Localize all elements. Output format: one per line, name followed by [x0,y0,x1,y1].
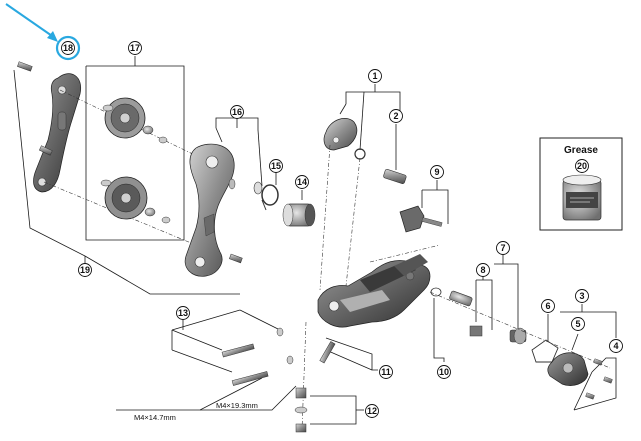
stepped-shaft [449,290,473,307]
b-link [323,118,366,160]
screws-12 [294,387,308,433]
callout-number: 16 [232,107,242,117]
cage-bolt-bottom [38,145,53,156]
callout-circle [61,41,75,55]
callout-5: 5 [571,317,585,331]
leader-9 [421,180,449,224]
callout-19: 19 [78,263,92,277]
callout-number: 11 [381,367,391,377]
callout-circle [575,159,589,173]
inner-cage-plate [184,143,235,277]
callout-18: 18 [55,35,81,61]
callout-circle [437,365,451,379]
grease-box: Grease [539,137,623,231]
callout-number: 3 [579,291,584,301]
callout-12: 12 [365,404,379,418]
derailleur-body [317,254,431,328]
callout-3: 3 [575,289,589,303]
callout-13: 13 [176,306,190,320]
cable-adjuster [399,205,443,233]
callout-circle [365,404,379,418]
callout-number: 1 [372,71,377,81]
cage-stop-bolt [229,253,243,264]
b-tension-bolt [383,169,407,184]
callout-circle [379,365,393,379]
callout-circle [430,165,444,179]
callout-9: 9 [430,165,444,179]
spring-washer-15 [261,172,279,211]
callout-number: 18 [63,43,73,53]
leader-1-2 [339,84,401,170]
callout-20: 20 [575,159,589,173]
callout-number: 8 [480,265,485,275]
callout-circle [541,299,555,313]
callout-number: 14 [297,177,307,187]
spec-label-bolt-short: M4×14.7mm [134,413,176,422]
callout-circle [496,241,510,255]
callout-number: 5 [575,319,580,329]
callout-number: 19 [80,265,90,275]
callout-circle [78,263,92,277]
outer-cage-plate [33,73,82,193]
cage-bolt-top [17,61,33,72]
callout-14: 14 [295,175,309,189]
callout-circle [128,41,142,55]
callout-4: 4 [609,339,623,353]
leader-13 [116,309,297,411]
callout-circle [571,317,585,331]
bushing-14 [282,190,316,227]
callout-17: 17 [128,41,142,55]
leader-12 [301,321,364,431]
callout-highlight-ring [55,35,81,61]
callout-number: 13 [178,308,188,318]
callout-2: 2 [389,109,403,123]
tension-pulley [100,176,171,224]
guide-pulley [102,97,168,144]
callout-circle [476,263,490,277]
clutch-parts [469,325,527,345]
callout-1: 1 [368,69,382,83]
callout-number: 2 [393,111,398,121]
callout-circle [609,339,623,353]
callout-number: 15 [271,161,281,171]
callout-7: 7 [496,241,510,255]
callout-circle [389,109,403,123]
callout-circle [176,306,190,320]
callout-circle [575,289,589,303]
callout-circle [269,159,283,173]
callout-number: 20 [577,161,587,171]
gasket-6 [531,339,559,363]
callout-16: 16 [230,105,244,119]
cap-screws [585,358,613,400]
callout-number: 12 [367,406,377,416]
callout-circle [368,69,382,83]
callout-6: 6 [541,299,555,313]
end-cap [547,352,589,386]
callout-number: 6 [545,301,550,311]
callout-circle [230,105,244,119]
callout-number: 10 [439,367,449,377]
callout-10: 10 [437,365,451,379]
leader-10 [430,287,445,362]
callout-number: 4 [613,341,618,351]
fixing-bolts [221,327,294,386]
pin-11 [319,341,336,364]
spec-label-bolt-long: M4×19.3mm [216,401,258,410]
callout-15: 15 [269,159,283,173]
callout-circle [295,175,309,189]
callout-number: 17 [130,43,140,53]
highlight-arrow [5,3,58,42]
callout-number: 9 [434,167,439,177]
callout-number: 7 [500,243,505,253]
pulley-box-17 [85,56,185,241]
leader-11 [325,337,378,371]
cage-washers [228,178,263,195]
grease-title: Grease [564,145,598,156]
callout-8: 8 [476,263,490,277]
callout-11: 11 [379,365,393,379]
